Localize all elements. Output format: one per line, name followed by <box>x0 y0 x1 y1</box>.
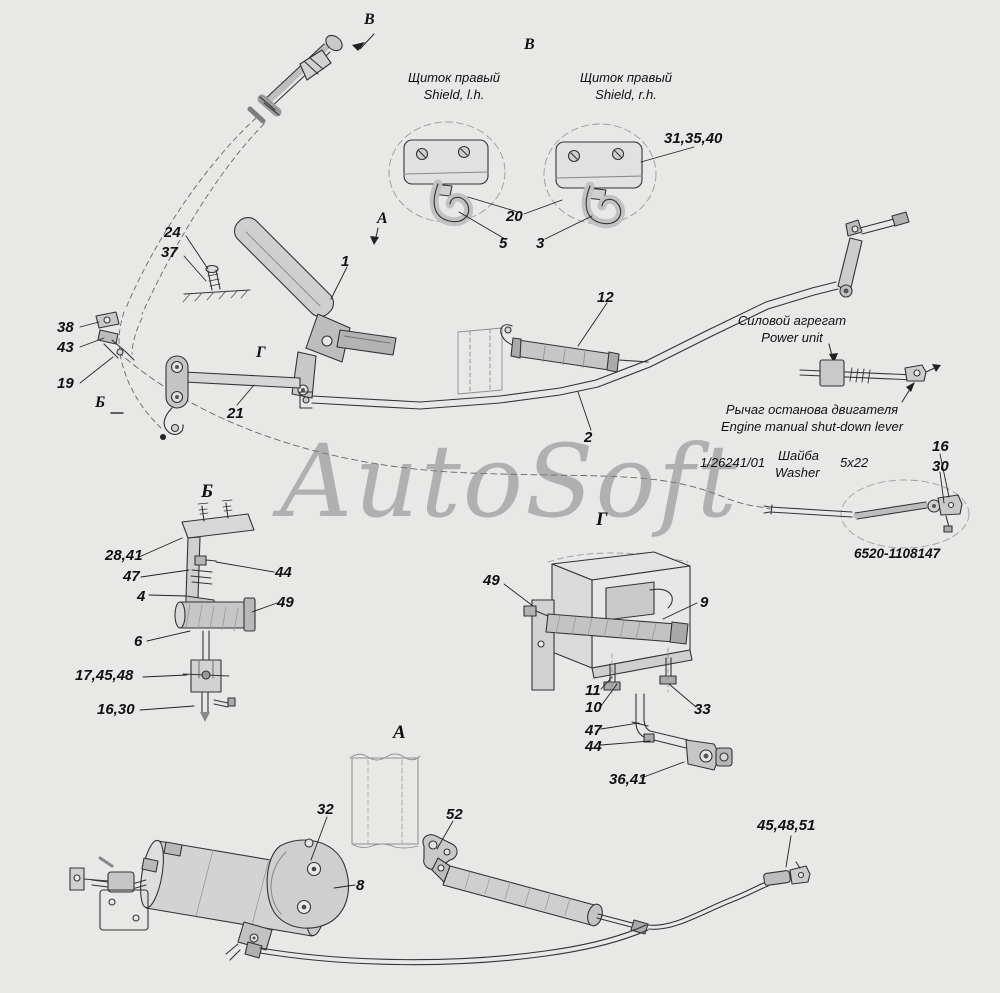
callout-20: 20 <box>506 208 523 225</box>
power-unit-annotation: Силовой агрегат Power unit <box>726 313 858 347</box>
view-arrows <box>110 33 379 414</box>
power-unit-linkage <box>799 343 941 403</box>
leader-lines <box>79 146 950 889</box>
callout-47-left: 47 <box>123 568 140 585</box>
view-g-small-marker: Г <box>256 344 266 361</box>
callout-24: 24 <box>164 224 181 241</box>
accelerator-rod <box>299 281 839 410</box>
callout-43: 43 <box>57 339 74 356</box>
callout-2: 2 <box>584 429 593 446</box>
callout-16-30: 16,30 <box>97 701 135 718</box>
callout-8: 8 <box>356 877 365 894</box>
part-number: 6520-1108147 <box>854 546 941 561</box>
callout-32: 32 <box>317 801 334 818</box>
callout-21: 21 <box>227 405 244 422</box>
detail-a-heading: А <box>393 722 406 743</box>
shield-left-en: Shield, l.h. <box>423 86 485 102</box>
shield-right <box>543 123 657 229</box>
shield-right-en: Shield, r.h. <box>595 86 657 102</box>
shield-right-annotation: Щиток правый Shield, r.h. <box>570 70 682 104</box>
ground-screw <box>182 264 251 303</box>
callout-10: 10 <box>585 699 602 716</box>
callout-1: 1 <box>341 253 350 270</box>
bell-crank <box>837 211 910 298</box>
shutdown-lever-ru: Рычаг останова двигателя <box>725 402 899 417</box>
callout-28-41: 28,41 <box>105 547 143 564</box>
callout-49-mid: 49 <box>483 572 500 589</box>
turnbuckle-link <box>500 324 649 373</box>
callout-31-35-40: 31,35,40 <box>664 130 723 147</box>
callout-47-mid: 47 <box>585 722 602 739</box>
callout-44-left: 44 <box>275 564 292 581</box>
washer-name-ru: Шайба <box>778 448 819 463</box>
callout-12: 12 <box>597 289 614 306</box>
engine-stop-hand-lever <box>247 34 343 124</box>
callout-3: 3 <box>536 235 545 252</box>
shield-left-annotation: Щиток правый Shield, l.h. <box>398 70 510 104</box>
callout-30-top: 30 <box>932 458 949 475</box>
view-b-small-marker: Б <box>95 394 106 411</box>
washer-size: 5x22 <box>840 455 869 470</box>
cable-routing-dashed <box>117 117 771 510</box>
washer-name-en: Washer <box>775 465 820 480</box>
callout-52: 52 <box>446 806 463 823</box>
callout-38: 38 <box>57 319 74 336</box>
callout-11: 11 <box>585 682 601 699</box>
view-a-marker: А <box>377 210 388 227</box>
frame-cross-section <box>457 327 503 395</box>
detail-g-heading: Г <box>596 509 608 530</box>
detail-a-assembly <box>69 753 811 966</box>
power-unit-ru: Силовой агрегат <box>737 313 847 328</box>
cable-end-fittings <box>95 311 135 361</box>
detail-b-heading: Б <box>201 481 214 502</box>
accelerator-pedal-assembly <box>160 216 397 440</box>
shutdown-lever-en: Engine manual shut-down lever <box>720 418 904 434</box>
callout-49-left: 49 <box>277 594 294 611</box>
callout-45-48-51: 45,48,51 <box>757 817 816 834</box>
detail-g-assembly <box>523 551 733 771</box>
washer-number: 1/26241/01 <box>700 455 766 470</box>
shield-right-ru: Щиток правый <box>579 70 673 85</box>
power-unit-en: Power unit <box>761 329 823 345</box>
callout-44-mid: 44 <box>585 738 602 755</box>
callout-17-45-48: 17,45,48 <box>75 667 134 684</box>
callout-37: 37 <box>161 244 178 261</box>
shield-left-ru: Щиток правый <box>407 70 501 85</box>
detail-b-assembly <box>174 499 256 722</box>
callout-19: 19 <box>57 375 74 392</box>
shutdown-lever-annotation: Рычаг останова двигателя Engine manual s… <box>696 402 928 436</box>
callout-9: 9 <box>700 594 709 611</box>
view-b-heading: В <box>524 36 535 53</box>
view-b-top-marker: В <box>364 11 375 28</box>
callout-16-top: 16 <box>932 438 949 455</box>
shutdown-lever-part <box>763 479 970 549</box>
callout-4: 4 <box>137 588 146 605</box>
callout-36-41: 36,41 <box>609 771 647 788</box>
callout-6: 6 <box>134 633 143 650</box>
callout-5: 5 <box>499 235 508 252</box>
callout-33: 33 <box>694 701 711 718</box>
shield-left <box>388 121 506 227</box>
